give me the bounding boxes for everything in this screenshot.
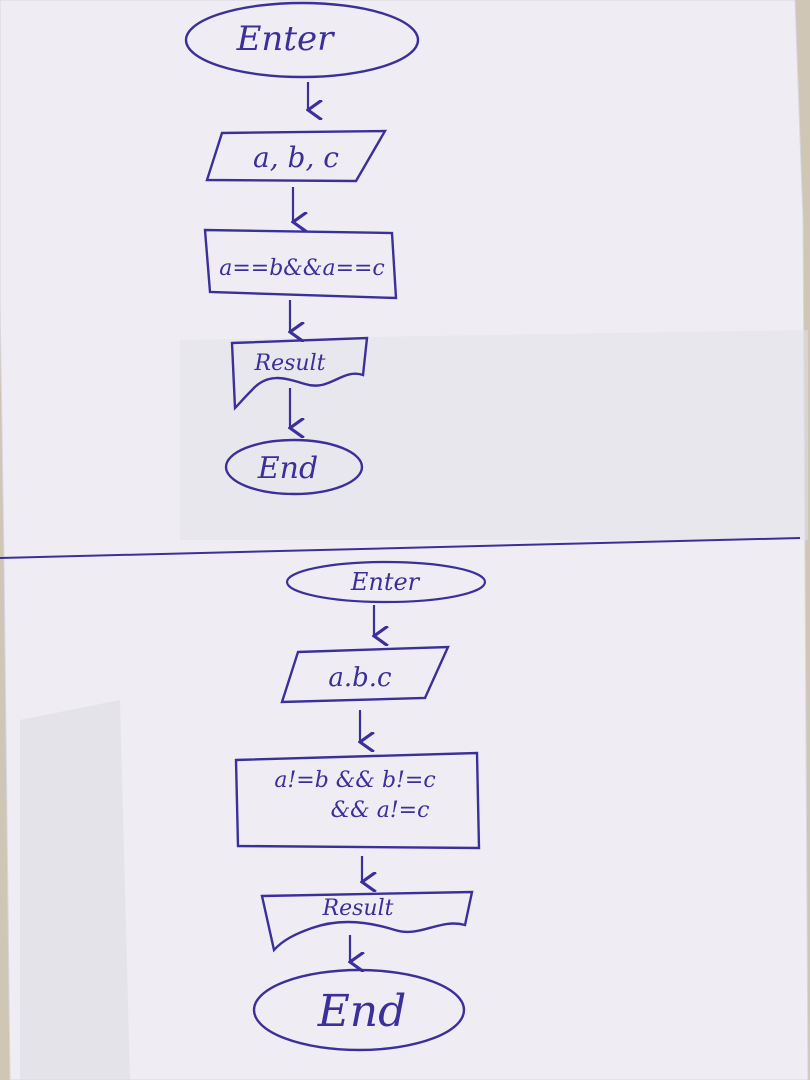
input-label: a, b, c bbox=[253, 141, 339, 174]
start-label: Enter bbox=[350, 568, 421, 596]
process-label-line2: && a!=c bbox=[331, 798, 430, 823]
end-label: End bbox=[317, 986, 407, 1037]
process-label: a==b&&a==c bbox=[219, 256, 385, 281]
divider-line bbox=[0, 537, 801, 559]
output-label: Result bbox=[322, 896, 394, 921]
output-document-shape bbox=[260, 890, 474, 953]
input-parallelogram bbox=[280, 645, 450, 704]
flowchart-bottom: Enter a.b.c a!=b && b!=c && a!=c Result … bbox=[234, 560, 487, 1052]
flowchart-top: Enter a, b, c a==b&&a==c Result End bbox=[184, 1, 420, 496]
start-label: Enter bbox=[236, 19, 336, 59]
process-rectangle bbox=[234, 751, 481, 850]
output-document-shape bbox=[230, 336, 369, 411]
paper-shadow-left bbox=[20, 700, 130, 1080]
output-label: Result bbox=[254, 351, 326, 376]
end-terminal-shape bbox=[224, 438, 364, 496]
process-rectangle bbox=[203, 228, 398, 300]
input-parallelogram bbox=[205, 129, 388, 183]
process-label-line1: a!=b && b!=c bbox=[274, 768, 435, 793]
end-terminal-shape bbox=[252, 968, 466, 1052]
start-terminal-shape bbox=[184, 1, 420, 79]
start-terminal-shape bbox=[285, 560, 487, 604]
end-label: End bbox=[257, 451, 318, 486]
input-label: a.b.c bbox=[328, 663, 392, 693]
